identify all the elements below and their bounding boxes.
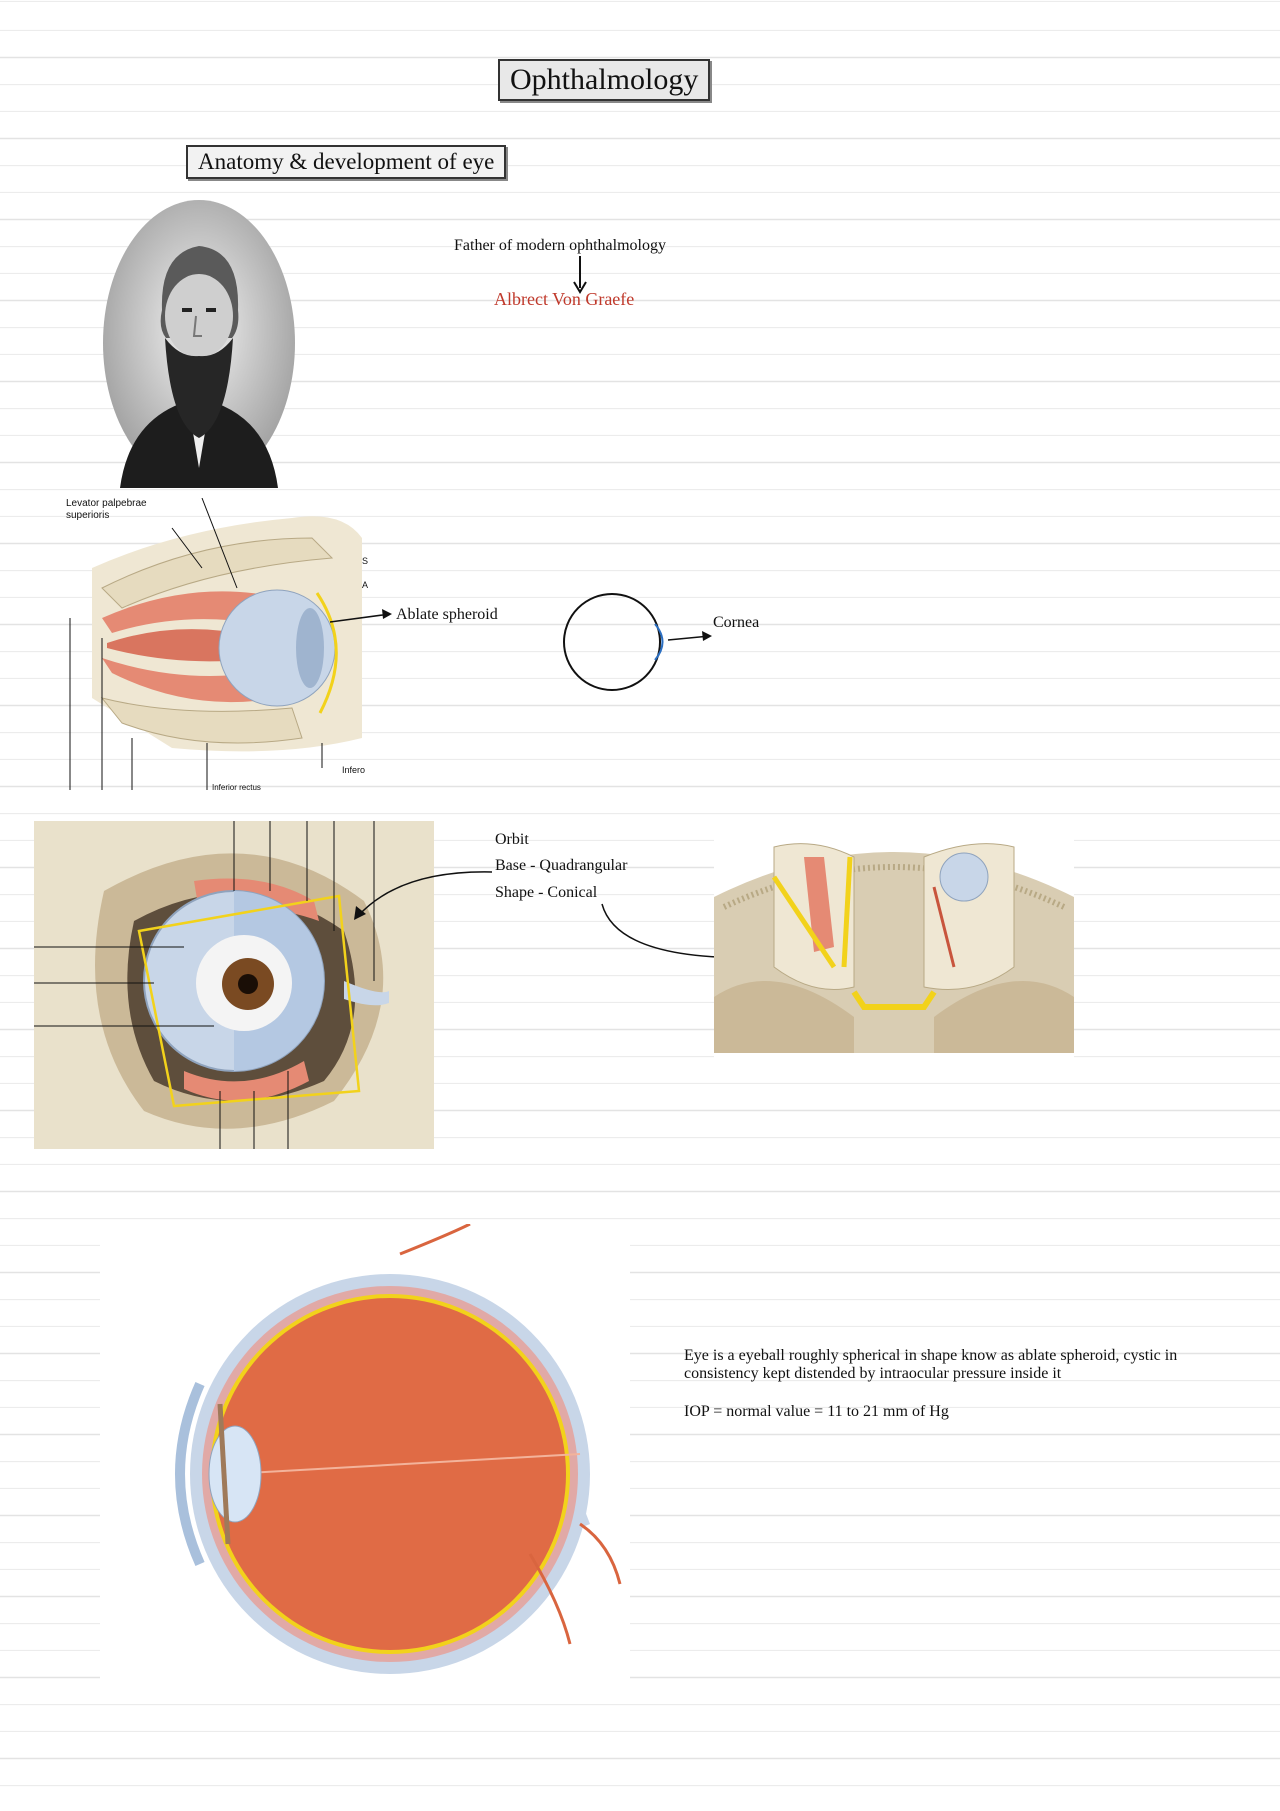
orbit-base: Base - Quadrangular	[495, 857, 628, 874]
arrow-down-icon	[573, 256, 587, 294]
orbit-cranial-illustration	[714, 817, 1074, 1073]
orbit-heading: Orbit	[495, 831, 529, 848]
orbit-shape: Shape - Conical	[495, 884, 598, 901]
ablate-spheroid-label: Ablate spheroid	[396, 606, 498, 623]
portrait-image	[103, 200, 295, 488]
orbit-front-illustration	[34, 821, 434, 1149]
cornea-label: Cornea	[713, 614, 760, 631]
cornea-diagram	[563, 593, 712, 691]
label-inferior-rectus: Inferior rectus	[212, 783, 261, 792]
arrow-right-icon	[330, 609, 392, 623]
section-title: Anatomy & development of eye	[186, 145, 507, 179]
label-levator: Levator palpebrae superioris	[66, 498, 147, 521]
label-s: S	[362, 556, 369, 566]
eyeball-description: Eye is a eyeball roughly spherical in sh…	[684, 1347, 1178, 1382]
eyeball-section-illustration	[100, 1224, 630, 1704]
portrait-caption: Father of modern ophthalmology	[454, 237, 666, 254]
iop-note: IOP = normal value = 11 to 21 mm of Hg	[684, 1403, 949, 1420]
portrait-name: Albrect Von Graefe	[494, 289, 635, 309]
orbit-lateral-illustration	[69, 498, 362, 790]
page-title: Ophthalmology	[498, 59, 711, 101]
label-a: A	[362, 580, 369, 590]
label-infero: Infero	[342, 765, 366, 775]
